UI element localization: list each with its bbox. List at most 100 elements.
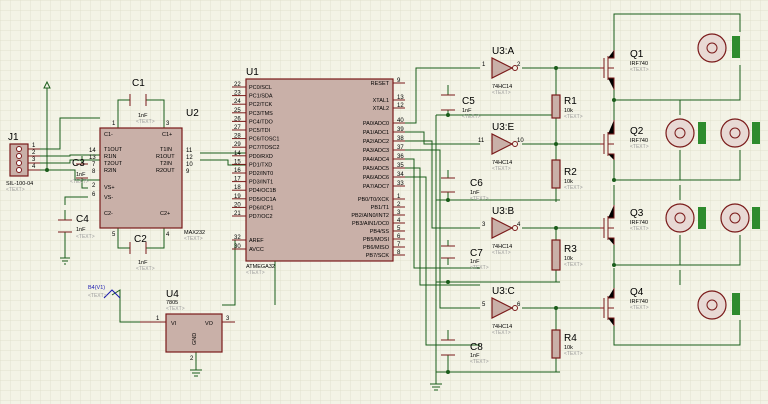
u2-num-3: 3 bbox=[166, 121, 170, 127]
u2-ref: U2 bbox=[186, 108, 199, 119]
u1-pin-14: PD6/ICP1 bbox=[249, 205, 273, 211]
u1-value: ATMEGA32 bbox=[246, 264, 275, 270]
capacitor-c1: C1 1nF <TEXT> bbox=[129, 78, 155, 125]
u1-pin-num-4: 26 bbox=[234, 116, 241, 122]
u2-num-12: 12 bbox=[186, 155, 193, 161]
battery-ref: B4(V1) bbox=[88, 285, 105, 291]
u1-rpin-num-3: 40 bbox=[397, 118, 404, 124]
u1-rpin-num-18: 8 bbox=[397, 250, 401, 256]
capacitor-c5: C5 1nF <TEXT> bbox=[441, 94, 481, 120]
u1-rpin-num-13: 3 bbox=[397, 210, 401, 216]
u4-num-out: 3 bbox=[226, 316, 230, 322]
u2-num-14: 14 bbox=[89, 148, 96, 154]
u2-pin-c1-plus: C1+ bbox=[162, 132, 172, 138]
u1-rpin-num-2: 12 bbox=[397, 103, 404, 109]
u1-rpin-10: PA7/ADC7 bbox=[363, 184, 389, 190]
r3-value: 10k bbox=[564, 256, 573, 262]
u1-rpin-num-17: 7 bbox=[397, 242, 401, 248]
u1-rpin-num-10: 33 bbox=[397, 181, 404, 187]
u4-text: <TEXT> bbox=[166, 306, 185, 312]
motor-2b bbox=[720, 118, 760, 148]
motor-1 bbox=[697, 33, 740, 63]
j1-pin-2: 2 bbox=[32, 150, 36, 156]
mosfet-q3: Q3 IRF740 <TEXT> bbox=[600, 205, 649, 245]
u1-rpin-num-9: 34 bbox=[397, 172, 404, 178]
q3-ref: Q3 bbox=[630, 208, 644, 219]
u3c-text: <TEXT> bbox=[492, 330, 511, 336]
capacitor-c6: C6 1nF <TEXT> bbox=[441, 177, 489, 202]
u1-pin-num-14: 20 bbox=[234, 202, 241, 208]
mosfet-q4: Q4 IRF740 <TEXT> bbox=[600, 287, 649, 326]
q3-value: IRF740 bbox=[630, 220, 648, 226]
motor-3b bbox=[720, 203, 760, 233]
u2-pin-c2-plus: C2+ bbox=[160, 211, 170, 217]
u3b-pin-out: 4 bbox=[517, 222, 521, 228]
c6-text: <TEXT> bbox=[470, 196, 489, 202]
u3c-pin-in: 5 bbox=[482, 302, 486, 308]
u2-num-6: 6 bbox=[92, 192, 96, 198]
c8-value: 1nF bbox=[470, 353, 480, 359]
u3c-pin-out: 6 bbox=[517, 302, 521, 308]
u1-pin-num-13: 19 bbox=[234, 194, 241, 200]
u1-pin-num-15: 21 bbox=[234, 211, 241, 217]
r3-ref: R3 bbox=[564, 244, 577, 255]
u1-rpin-num-4: 39 bbox=[397, 127, 404, 133]
u2-pin-vs-minus: VS- bbox=[104, 195, 113, 201]
c3-text: <TEXT> bbox=[70, 179, 89, 185]
q3-text: <TEXT> bbox=[630, 226, 649, 232]
u1-pin-1: PC1/SDA bbox=[249, 94, 273, 100]
u2-num-5: 5 bbox=[112, 232, 116, 238]
u1-rpin-num-12: 2 bbox=[397, 202, 401, 208]
u3e-ref: U3:E bbox=[492, 122, 515, 133]
u1-pin-num-8: 14 bbox=[234, 151, 241, 157]
battery-b4: B4(V1) <TEXT> bbox=[88, 285, 121, 299]
u2-pin-r2out: R2OUT bbox=[156, 168, 175, 174]
c6-value: 1nF bbox=[470, 190, 480, 196]
j1-value: SIL-100-04 bbox=[6, 181, 33, 187]
u1-text: <TEXT> bbox=[246, 270, 265, 276]
c4-text: <TEXT> bbox=[76, 234, 95, 240]
q2-value: IRF740 bbox=[630, 138, 648, 144]
u3c-ref: U3:C bbox=[492, 286, 515, 297]
ic-u1-atmega32: U1 ATMEGA32 <TEXT> PC0/SCL22PC1/SDA23PC2… bbox=[232, 67, 405, 276]
c8-text: <TEXT> bbox=[470, 359, 489, 365]
u1-rpin-num-8: 35 bbox=[397, 163, 404, 169]
r4-ref: R4 bbox=[564, 333, 577, 344]
u1-pin-num-16: 32 bbox=[234, 235, 241, 241]
u2-pin-r1in: R1IN bbox=[104, 154, 117, 160]
q2-ref: Q2 bbox=[630, 126, 644, 137]
j1-pin-4: 4 bbox=[32, 164, 36, 170]
u1-rpin-num-7: 36 bbox=[397, 154, 404, 160]
u1-pin-2: PC2/TCK bbox=[249, 102, 273, 108]
c4-ref: C4 bbox=[76, 214, 89, 225]
r2-text: <TEXT> bbox=[564, 185, 583, 191]
q4-value: IRF740 bbox=[630, 299, 648, 305]
u1-pin-0: PC0/SCL bbox=[249, 85, 272, 91]
u4-num-gnd: 2 bbox=[190, 356, 194, 362]
buffer-u3e: U3:E 11 10 74HC14 <TEXT> bbox=[478, 122, 524, 172]
u3b-pin-in: 3 bbox=[482, 222, 486, 228]
u2-pin-t1out: T1OUT bbox=[104, 147, 123, 153]
u2-num-2: 2 bbox=[92, 183, 96, 189]
u1-pin-3: PC3/TMS bbox=[249, 111, 273, 117]
q4-text: <TEXT> bbox=[630, 305, 649, 311]
u1-rpin-num-16: 6 bbox=[397, 234, 401, 240]
u4-pin-vo: VO bbox=[205, 321, 214, 327]
u2-text: <TEXT> bbox=[184, 236, 203, 242]
u1-pin-7: PC7/TOSC2 bbox=[249, 145, 279, 151]
u1-rpin-8: PA5/ADC5 bbox=[363, 166, 389, 172]
u1-rpin-num-5: 38 bbox=[397, 136, 404, 142]
u1-pin-num-3: 25 bbox=[234, 108, 241, 114]
u1-pin-num-1: 23 bbox=[234, 91, 241, 97]
c4-value: 1nF bbox=[76, 227, 86, 233]
u1-pin-10: PD2/INT0 bbox=[249, 171, 273, 177]
u1-rpin-1: XTAL1 bbox=[373, 98, 389, 104]
u1-pin-8: PD0/RXD bbox=[249, 154, 273, 160]
r2-value: 10k bbox=[564, 179, 573, 185]
u1-pin-num-17: 30 bbox=[234, 244, 241, 250]
c5-ref: C5 bbox=[462, 96, 475, 107]
u1-rpin-4: PA1/ADC1 bbox=[363, 130, 389, 136]
capacitor-c8: C8 1nF <TEXT> bbox=[441, 339, 489, 365]
regulator-u4: U4 7805 <TEXT> VI VO GND 1 3 2 bbox=[140, 289, 235, 362]
u3b-text: <TEXT> bbox=[492, 250, 511, 256]
